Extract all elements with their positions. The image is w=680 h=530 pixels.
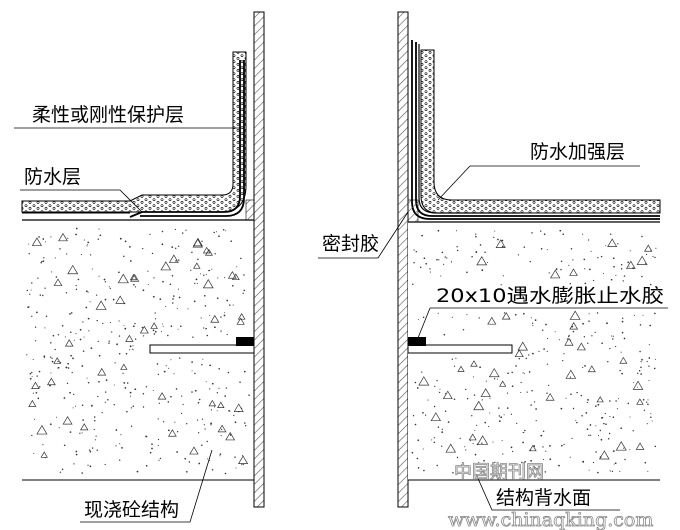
label-concrete: 现浇砼结构 [84,499,179,521]
left-detail [14,11,265,523]
leader-back-face [475,473,620,511]
label-protective-layer: 柔性或刚性保护层 [32,104,184,126]
right-wall [397,11,409,508]
watermark-site-name: 中国期刊网 [454,462,544,483]
label-water-stop: 20x10遇水膨胀止水胶 [436,285,664,307]
left-waterproof-membrane [129,60,241,218]
right-concrete-aggregate [411,229,657,474]
right-detail [318,11,668,511]
left-steel-plate [149,344,255,354]
leader-sealant [318,211,409,259]
right-protective-layer [420,49,661,214]
label-reinforcement-layer: 防水加强层 [530,141,625,163]
leader-waterproof-layer [20,189,143,213]
label-sealant: 密封胶 [322,233,379,255]
right-waterproof-membrane [411,40,660,220]
right-steel-plate [407,344,513,354]
label-waterproof-layer: 防水层 [24,166,81,188]
right-water-stop-strip [408,337,426,346]
leader-concrete [80,449,213,523]
right-reinforcement-layer [418,44,520,214]
watermark-url: www.chinaqking.com [448,509,653,530]
label-back-face: 结构背水面 [496,487,591,509]
left-water-stop-strip [236,337,254,346]
left-concrete-aggregate [26,227,250,475]
left-protective-layer [21,51,247,213]
left-wall [253,11,265,508]
